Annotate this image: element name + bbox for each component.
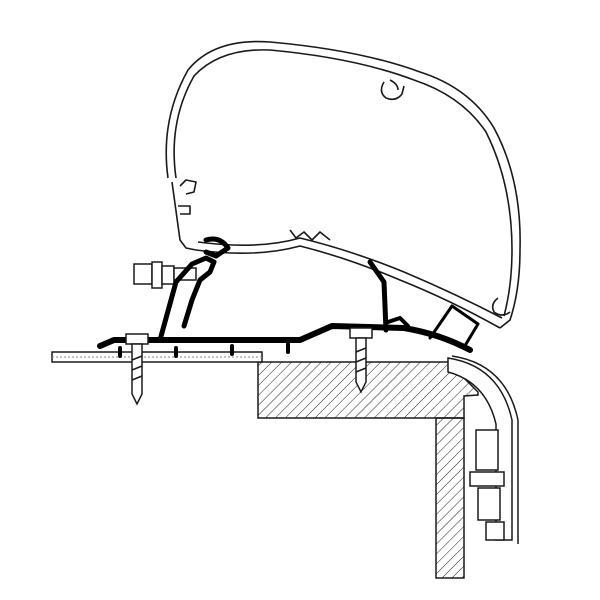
roof-panel <box>51 351 263 363</box>
awning-case <box>165 40 521 329</box>
screw-right <box>349 327 373 394</box>
screw-left <box>125 333 149 406</box>
roof-block <box>257 361 479 419</box>
fixing-screws <box>125 327 373 406</box>
bolt <box>133 261 197 289</box>
corner-profile <box>447 355 519 544</box>
adapter-rail <box>97 236 480 358</box>
wall-panel <box>435 417 465 579</box>
